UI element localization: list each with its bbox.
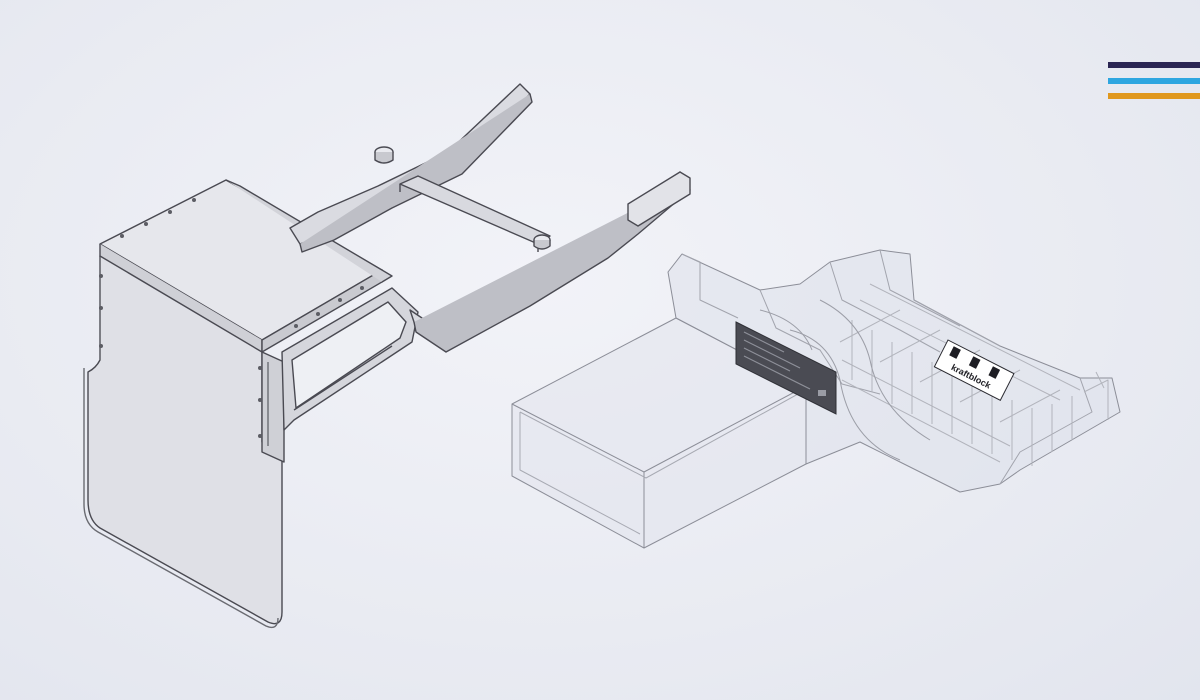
stripe-navy: [1108, 62, 1200, 68]
transparent-tray-housing: [511, 249, 1121, 549]
stripe-orange: [1108, 93, 1200, 99]
shield-plate: [87, 255, 283, 625]
cross-brace: [399, 175, 551, 245]
front-frame: [261, 351, 285, 463]
stripe-blue: [1108, 78, 1200, 84]
brand-sticker: kraftblock: [933, 339, 1015, 401]
bolt-holes: [99, 198, 364, 438]
product-label-plate: [735, 321, 837, 415]
brand-stripes-logo: [1108, 62, 1200, 102]
trolley-with-shield: [83, 83, 691, 629]
